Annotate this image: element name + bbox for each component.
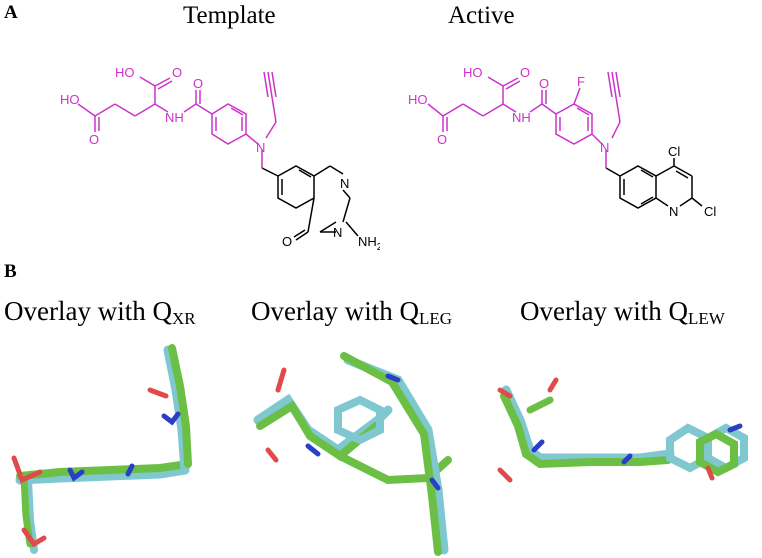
template-heading: Template <box>183 2 276 29</box>
atom-ho-1: HO <box>408 92 428 107</box>
atom-n-1: N <box>669 204 678 219</box>
atom-n-2: N <box>333 225 342 240</box>
overlay-qleg-render <box>253 352 452 556</box>
overlay-qxr-render <box>11 344 192 554</box>
atom-n: N <box>256 140 265 155</box>
atom-o-3: O <box>539 76 549 91</box>
overlay-qlew-render <box>497 377 748 483</box>
atom-nh: NH <box>512 110 531 125</box>
atom-nh2: NH2 <box>358 234 380 253</box>
atom-o-2: O <box>172 65 182 80</box>
atom-nh: NH <box>165 110 184 125</box>
atom-cl-1: Cl <box>668 144 680 159</box>
atom-ho-2: HO <box>463 65 483 80</box>
atom-cl-2: Cl <box>704 204 716 219</box>
atom-o-2: O <box>520 65 530 80</box>
panel-b-label: B <box>4 261 17 282</box>
active-structure: HO O HO O NH O F N Cl N Cl <box>408 65 716 219</box>
atom-ho-2: HO <box>115 65 135 80</box>
overlay-title-qleg: Overlay with QLEG <box>251 296 453 328</box>
active-heading: Active <box>448 2 515 29</box>
template-structure: HO O HO O NH O N N N O NH2 <box>60 65 380 253</box>
atom-o-3: O <box>193 76 203 91</box>
atom-o-1: O <box>437 132 447 147</box>
atom-n: N <box>600 140 609 155</box>
atom-f: F <box>577 74 585 89</box>
atom-o-1: O <box>89 132 99 147</box>
panel-a-label: A <box>4 2 18 23</box>
atom-n-1: N <box>340 176 349 191</box>
atom-o-4: O <box>282 234 292 249</box>
overlay-title-qlew: Overlay with QLEW <box>520 296 725 328</box>
overlay-title-qxr: Overlay with QXR <box>4 296 196 328</box>
atom-ho-1: HO <box>60 92 80 107</box>
